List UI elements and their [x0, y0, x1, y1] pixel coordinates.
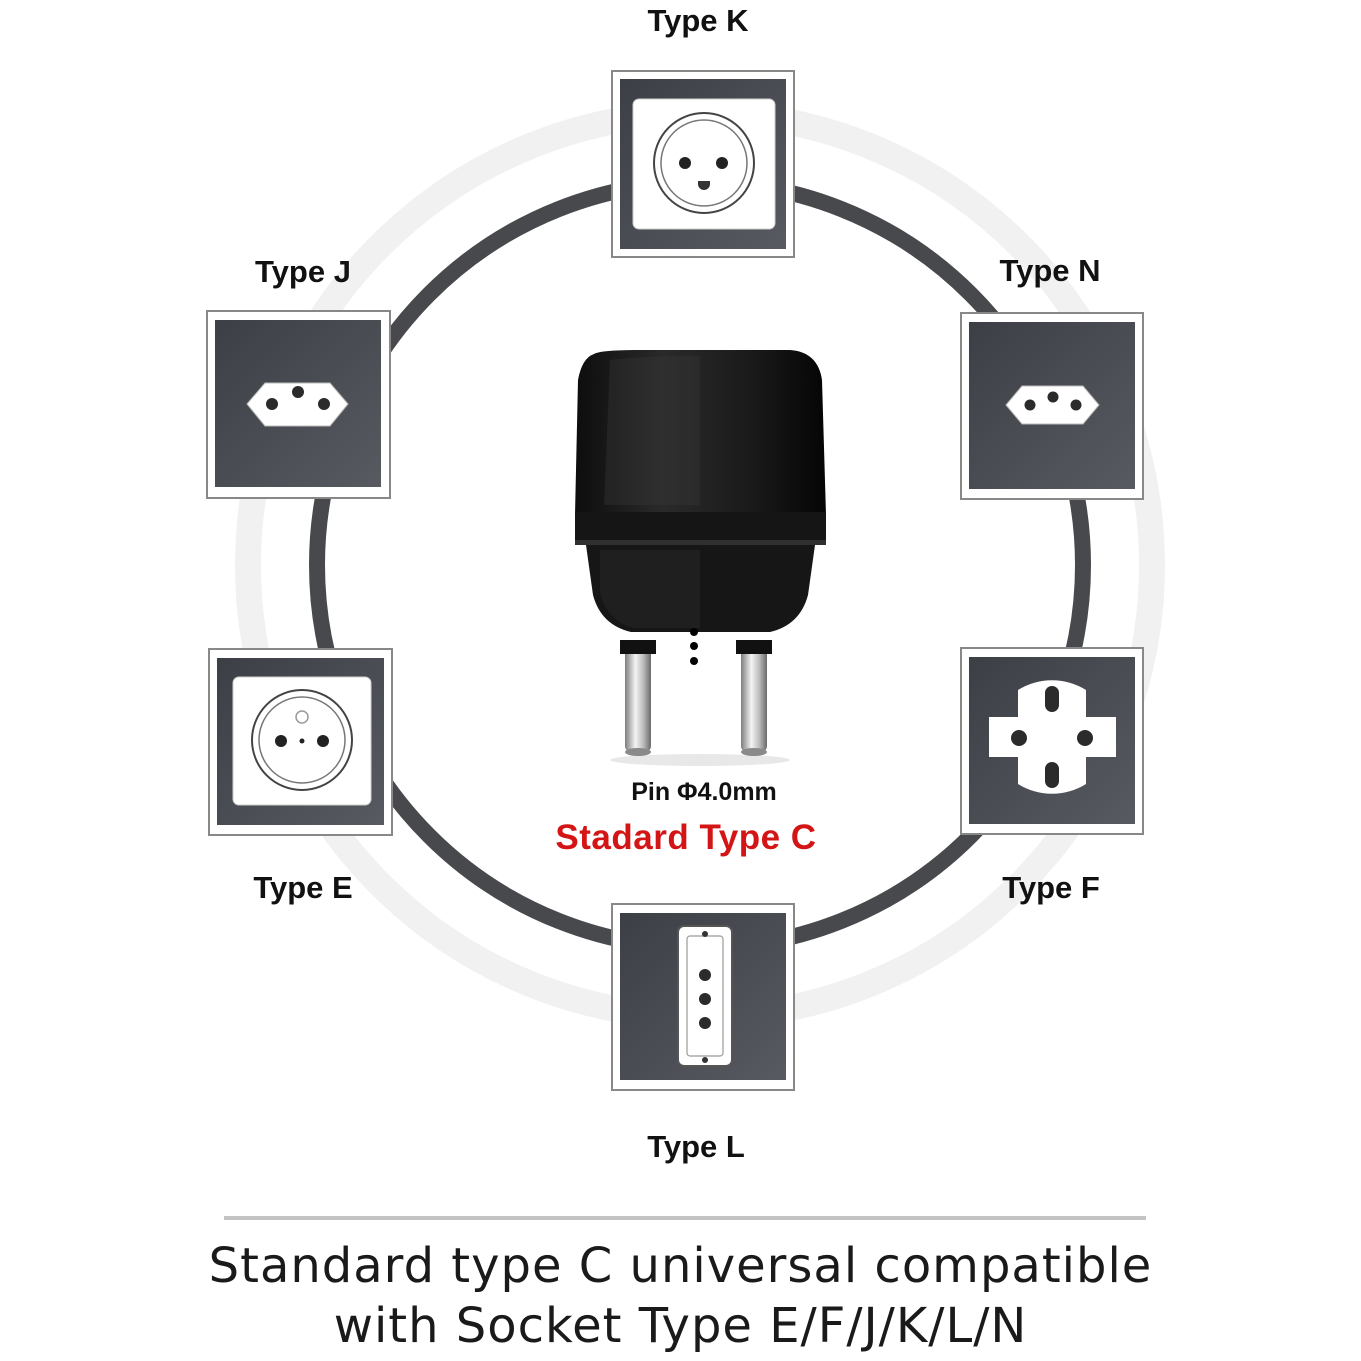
caption-line-2: with Socket Type E/F/J/K/L/N: [333, 1298, 1028, 1354]
socket-type-n-icon: [1005, 385, 1100, 425]
socket-type-l: [611, 903, 795, 1091]
socket-type-k-icon: [632, 98, 776, 230]
socket-type-l-label: Type L: [647, 1129, 745, 1164]
socket-type-j-icon: [246, 382, 349, 427]
plug-title: Stadard Type C: [555, 818, 817, 857]
socket-type-l-icon: [677, 925, 733, 1067]
socket-type-e: [208, 648, 393, 836]
socket-type-k-label: Type K: [647, 3, 749, 38]
socket-type-j-label: Type J: [255, 254, 351, 289]
socket-type-e-icon: [232, 676, 372, 806]
type-c-plug-icon: [575, 350, 826, 766]
socket-type-k: [611, 70, 795, 258]
socket-type-f-label: Type F: [1002, 870, 1100, 905]
socket-type-j: [206, 310, 391, 499]
caption-line-1: Standard type C universal compatible: [208, 1238, 1153, 1294]
socket-type-n-label: Type N: [999, 253, 1101, 288]
socket-type-n: [960, 312, 1144, 500]
divider: [224, 1216, 1146, 1220]
socket-type-f: [960, 647, 1144, 835]
socket-type-f-icon: [989, 680, 1116, 794]
pin-diameter-label: Pin Φ4.0mm: [631, 778, 777, 806]
socket-type-e-label: Type E: [253, 870, 353, 905]
